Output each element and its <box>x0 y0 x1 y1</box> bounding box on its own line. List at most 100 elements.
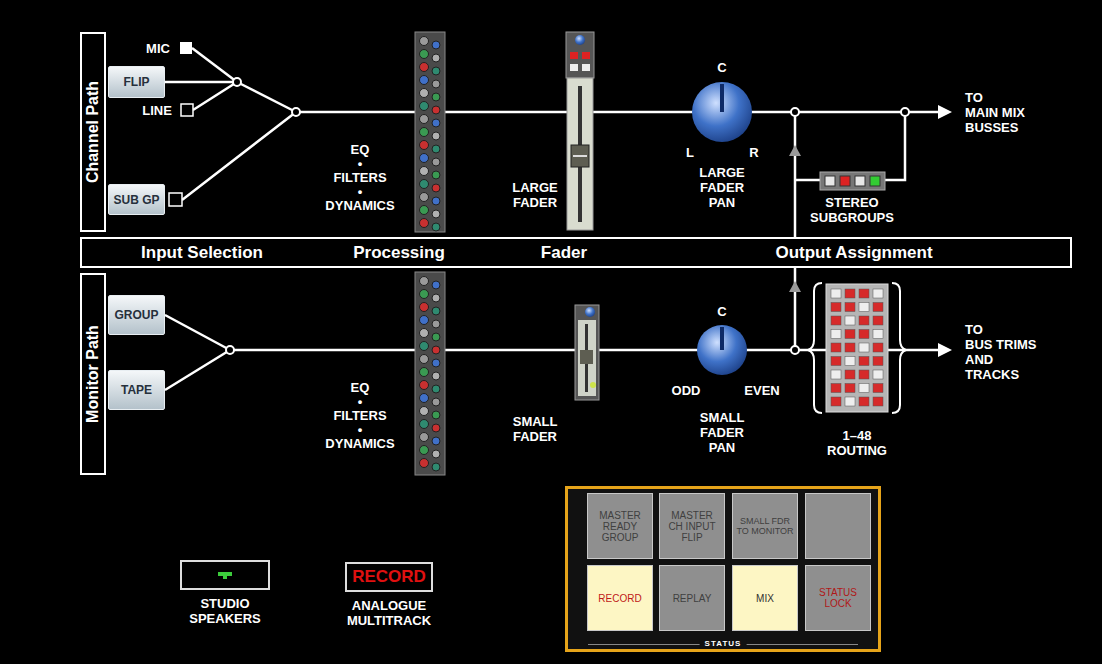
strip-knob <box>420 115 429 124</box>
routing-button <box>845 343 855 352</box>
routing-button <box>831 343 841 352</box>
routing-button <box>859 316 869 325</box>
strip-knob <box>432 294 440 302</box>
strip-knob <box>420 368 429 377</box>
processing-label: FILTERS <box>333 170 386 185</box>
destination-label: TO <box>965 90 983 105</box>
strip-knob <box>432 398 440 406</box>
path-title: Monitor Path <box>84 325 102 423</box>
strip-knob <box>420 303 429 312</box>
subgroup-label: STEREO SUBGROUPS <box>810 195 894 225</box>
strip-knob <box>432 359 440 367</box>
routing-label: 1–48 ROUTING <box>827 428 887 458</box>
strip-knob <box>432 333 440 341</box>
strip-knob <box>432 171 440 179</box>
processing-label: EQ <box>351 142 370 157</box>
strip-knob <box>420 219 429 228</box>
section-band: Input SelectionProcessingFaderOutput Ass… <box>80 237 1072 268</box>
path-title-box: Monitor Path <box>80 273 106 475</box>
strip-knob <box>432 93 440 101</box>
routing-button <box>873 316 883 325</box>
strip-knob <box>420 167 429 176</box>
routing-button <box>831 330 841 339</box>
strip-knob <box>432 385 440 393</box>
destination-label: BUSSES <box>965 120 1018 135</box>
strip-knob <box>432 411 440 419</box>
strip-knob <box>432 320 440 328</box>
routing-button <box>831 316 841 325</box>
input-name: LINE <box>142 103 172 118</box>
strip-knob <box>432 158 440 166</box>
routing-button <box>845 370 855 379</box>
routing-button <box>859 397 869 406</box>
section-label: Processing <box>353 242 445 264</box>
strip-knob <box>420 141 429 150</box>
routing-button <box>873 330 883 339</box>
routing-button <box>831 303 841 312</box>
strip-knob <box>432 372 440 380</box>
pan-position: C <box>717 304 726 319</box>
button-label: MIX <box>756 593 774 604</box>
status-button: MASTER CH INPUT FLIP <box>659 493 725 559</box>
routing-button <box>831 370 841 379</box>
processing-label: DYNAMICS <box>325 436 394 451</box>
strip-knob <box>420 102 429 111</box>
status-button: SMALL FDR TO MONITOR <box>732 493 798 559</box>
strip-knob <box>420 50 429 59</box>
strip-knob <box>432 80 440 88</box>
strip-knob <box>420 381 429 390</box>
status-button: MASTER READY GROUP <box>587 493 653 559</box>
strip-knob <box>420 128 429 137</box>
processing-label: • <box>358 184 363 199</box>
routing-button <box>845 316 855 325</box>
routing-button <box>873 289 883 298</box>
speaker-indicator <box>218 572 232 579</box>
path-title-box: Channel Path <box>80 32 106 232</box>
strip-knob <box>420 342 429 351</box>
junction-dots <box>226 78 909 354</box>
routing-button <box>859 384 869 393</box>
strip-knob <box>420 394 429 403</box>
processing-label: • <box>358 394 363 409</box>
routing-button <box>859 357 869 366</box>
strip-knob <box>420 206 429 215</box>
pan-position: EVEN <box>744 383 779 398</box>
subgroup-button <box>855 176 865 186</box>
speakers-box: STUDIO SPEAKERS <box>180 560 270 590</box>
button-label: TAPE <box>121 383 152 397</box>
strip-knob <box>432 119 440 127</box>
routing-matrix-illustration <box>826 284 888 412</box>
strip-knob <box>432 223 440 231</box>
input-squares <box>169 42 193 206</box>
routing-button <box>845 303 855 312</box>
strip-knob <box>432 424 440 432</box>
panel-title: STATUS <box>700 639 747 649</box>
strip-knob <box>432 41 440 49</box>
strip-knob <box>420 63 429 72</box>
group-button: GROUP <box>108 295 165 335</box>
routing-button <box>831 397 841 406</box>
status-panel: STATUS MASTER READY GROUPMASTER CH INPUT … <box>565 486 881 652</box>
button-label: REPLAY <box>673 593 712 604</box>
button-label: FLIP <box>124 75 150 89</box>
routing-button <box>845 289 855 298</box>
strip-knob <box>420 316 429 325</box>
strip-knob <box>432 437 440 445</box>
input-wires <box>165 48 296 390</box>
button-label: RECORD <box>598 593 641 604</box>
routing-braces <box>808 283 906 413</box>
processing-label: EQ <box>351 380 370 395</box>
status-button: RECORD <box>587 565 653 631</box>
strip-knob <box>432 54 440 62</box>
processing-label: DYNAMICS <box>325 198 394 213</box>
routing-button <box>831 289 841 298</box>
routing-button <box>873 397 883 406</box>
strip-knob <box>432 132 440 140</box>
routing-button <box>845 384 855 393</box>
strip-knob <box>420 76 429 85</box>
pan-position: ODD <box>672 383 701 398</box>
button-label: SMALL FDR TO MONITOR <box>736 516 794 536</box>
routing-button <box>859 370 869 379</box>
strip-knob <box>432 307 440 315</box>
